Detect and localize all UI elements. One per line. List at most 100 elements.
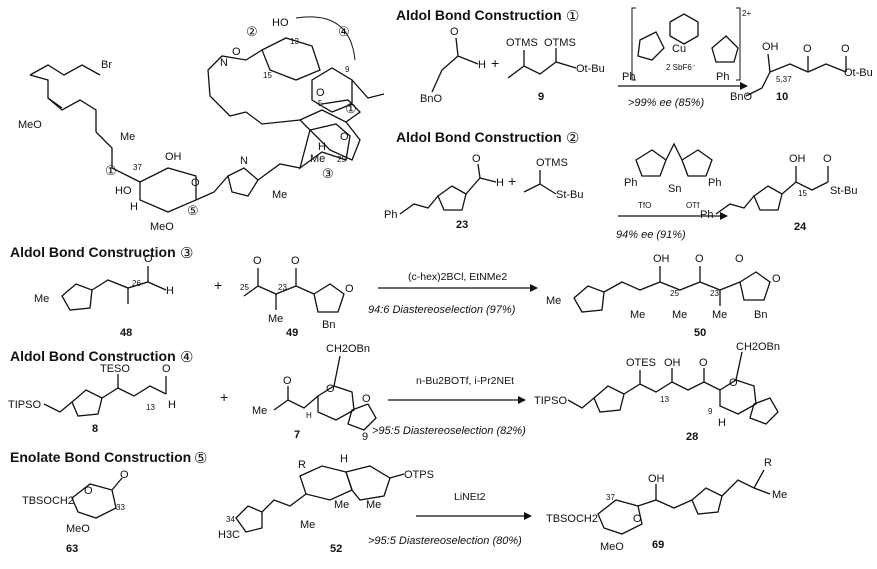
- r1-reagent-a-label: BnO: [420, 93, 442, 105]
- phenyl-label: Ph: [622, 71, 635, 83]
- triflate-label: TfO: [638, 201, 651, 210]
- phenyl-label-2: Ph: [716, 71, 729, 83]
- compound-52-number: 52: [330, 543, 342, 555]
- c15-label: 15: [263, 71, 272, 80]
- oxazoline-ring: [635, 149, 667, 177]
- r4-teso: TESO: [100, 363, 130, 375]
- h-label-2: H: [318, 141, 326, 153]
- header-aldol-4-text: Aldol Bond Construction: [10, 348, 176, 364]
- product-28-c13: 13: [660, 395, 669, 404]
- ring-2: [345, 465, 391, 501]
- product-10-o1: O: [803, 43, 812, 55]
- product-24-stbu: St-Bu: [830, 185, 858, 197]
- oxazole-ring: [573, 285, 605, 313]
- product-24-oh: OH: [789, 153, 806, 165]
- header-aldol-2: Aldol Bond Construction ②: [396, 129, 579, 147]
- r3-aldehyde-o: O: [144, 253, 153, 265]
- r1-otms-2: OTMS: [544, 37, 576, 49]
- plus-sign-4: +: [220, 389, 228, 405]
- r1-otms-1: OTMS: [506, 37, 538, 49]
- arrow-curve: [295, 16, 356, 61]
- product-28-ring-o: O: [729, 377, 738, 389]
- bond: [273, 395, 319, 411]
- oxazole-ring: [235, 505, 263, 533]
- phenyl-label-3: Ph: [624, 177, 637, 189]
- oxazole-ring: [753, 185, 783, 211]
- r5-52-h3c: H3C: [218, 529, 240, 541]
- r5-52-otps: OTPS: [404, 469, 434, 481]
- product-50-bn: Bn: [754, 309, 767, 321]
- aldehyde-h: H: [478, 59, 486, 71]
- plus-sign: +: [491, 55, 499, 71]
- oxazole-ring: [593, 385, 625, 413]
- header-aldol-1-marker: ①: [566, 8, 579, 25]
- r4-c9: H: [306, 411, 312, 420]
- r4-7-o1: O: [362, 393, 371, 405]
- bond: [745, 63, 847, 97]
- header-aldol-4: Aldol Bond Construction ④: [10, 348, 193, 366]
- bond: [735, 351, 743, 381]
- charge-label: 2+: [742, 9, 751, 18]
- r5-52-c34: 34: [226, 515, 235, 524]
- macrocycle-structure: Br MeO Me 37 HO H MeO OH O ① ⑤ N Me H Me…: [18, 16, 385, 233]
- bond: [523, 170, 541, 193]
- c9-label: 9: [345, 65, 350, 74]
- oxazolidinone-ring: [313, 283, 345, 313]
- hydroxyl-label-3: HO: [272, 17, 289, 29]
- oxazole-ring: [691, 487, 723, 515]
- hydroxyl-label-2: OH: [165, 151, 182, 163]
- oxazole-ring: [437, 185, 467, 211]
- compound-49-number: 49: [286, 327, 298, 339]
- oxygen-label-3: O: [316, 87, 325, 99]
- reaction-3: Me O H 26 48 + O O O 23 25 Me Bn 49 (c-h…: [34, 253, 781, 339]
- methoxy-label-2: MeO: [150, 221, 174, 233]
- r4-conditions: n-Bu2BOTf, i-Pr2NEt: [416, 375, 514, 387]
- product-10-otbu: Ot-Bu: [844, 67, 873, 79]
- r2-aldehyde-o: O: [472, 153, 481, 165]
- pyran-ring: [719, 379, 757, 415]
- pyran-ring: [597, 499, 643, 535]
- r5-52-me2: Me: [366, 499, 381, 511]
- product-69-ring-o: O: [633, 513, 642, 525]
- pyran-ring: [317, 385, 355, 421]
- r4-7-o2: 9: [362, 431, 368, 443]
- reaction-1: O H BnO + OTMS OTMS Ot-Bu 9 Cu 2 SbF6⁻ P…: [420, 7, 873, 109]
- compound-69-number: 69: [652, 539, 664, 551]
- product-10-stereo: 5,37: [776, 75, 792, 84]
- product-24-o: O: [823, 153, 832, 165]
- r4-selectivity: >95:5 Diastereoselection (82%): [372, 425, 526, 437]
- r5-52-me1: Me: [334, 499, 349, 511]
- bond: [95, 131, 141, 183]
- plus-sign-2: +: [508, 173, 516, 189]
- r5-carbonyl-o: O: [120, 469, 129, 481]
- header-aldol-3-text: Aldol Bond Construction: [10, 244, 176, 260]
- sn-box-catalyst: Sn TfO OTf Ph Ph: [624, 142, 721, 210]
- bond: [567, 397, 595, 409]
- bromine-label: Br: [101, 59, 112, 71]
- bond: [781, 181, 829, 195]
- bond: [603, 281, 741, 293]
- r3-conditions: (c-hex)2BCl, EtNMe2: [408, 271, 507, 283]
- arrowhead: [720, 212, 728, 220]
- r5-selectivity: >95:5 Diastereoselection (80%): [368, 535, 522, 547]
- product-50-c23: 23: [710, 289, 719, 298]
- compound-24-number: 24: [794, 221, 807, 233]
- product-28-h: H: [718, 417, 726, 429]
- product-28-oh: OH: [664, 357, 681, 369]
- header-aldol-1: Aldol Bond Construction ①: [396, 7, 579, 25]
- bond: [333, 355, 341, 387]
- product-69-me: Me: [772, 489, 787, 501]
- dioxolane-ring: [347, 403, 377, 431]
- oxazoline-ring-2: [681, 149, 713, 177]
- bond: [261, 493, 307, 513]
- header-enolate-5-text: Enolate Bond Construction: [10, 449, 191, 465]
- r3-me: Me: [34, 293, 49, 305]
- lactone-ring: [71, 483, 117, 519]
- marker-5: ⑤: [187, 203, 199, 218]
- arrowhead: [518, 396, 526, 404]
- product-24-phenyl: Ph: [700, 209, 713, 221]
- tin-label: Sn: [668, 183, 681, 195]
- product-50-o3: O: [772, 273, 781, 285]
- bond: [753, 487, 771, 495]
